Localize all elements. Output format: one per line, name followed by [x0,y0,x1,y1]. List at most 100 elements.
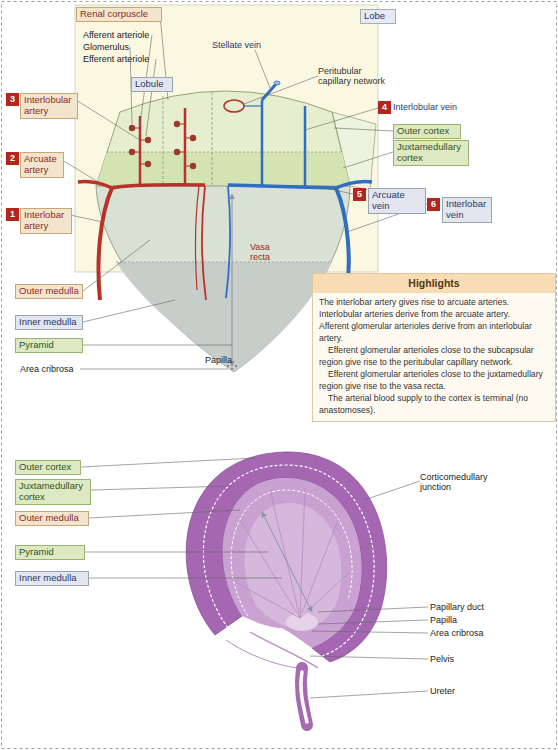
label-text: Inner medulla [19,317,79,328]
leader-line [312,631,428,633]
label-text: Renal corpuscle [80,9,158,20]
label-box: Outer medulla [15,284,83,299]
peritubular-network [224,100,244,112]
part-label: Papillary duct [430,602,520,612]
part-label: Papilla [430,615,520,625]
part-label: Papilla [205,355,245,365]
leader-line [80,369,228,370]
note-text: The arterial blood supply to the cortex … [313,392,555,416]
part-label: Afferent arteriole [83,30,163,40]
pore [227,365,229,367]
lobule-border [212,92,213,186]
pore [231,368,233,370]
juxtamedullary-cortex [96,152,350,186]
pelvis-wall [250,632,318,668]
callout-number: 5 [353,188,366,201]
part-label: Glomerulus [83,42,163,52]
pyramid-axis [232,194,233,366]
glomerulus [190,135,196,141]
kidney-medulla [223,478,362,648]
label-text: Outer cortex [19,462,77,473]
label-text: Juxtamedullary cortex [397,142,465,164]
label-box: Arcuate artery [20,152,64,178]
leader-line [85,552,268,553]
zone-line [231,490,352,616]
vasa-recta [202,186,206,300]
leader-line [305,108,378,130]
label-text: Interlobar artery [24,210,68,232]
pelvis-wall [226,640,300,668]
leader-line [310,656,428,659]
pyramid-axis [262,512,312,612]
label-text: Lobule [135,79,169,90]
vasa-recta [195,186,199,290]
label-box: Juxtamedullary cortex [393,140,469,166]
callout-number: 4 [378,101,391,114]
callout-number: 2 [6,152,19,165]
label-box: Lobe [360,9,396,24]
callout-number: 5 [353,188,366,201]
afferent-arterioles [134,124,191,166]
label-text: Interlobar vein [446,199,488,221]
label-box: Inner medulla [15,315,83,330]
note-text: Afferent glomerular arterioles derive fr… [313,320,555,344]
zone-border [116,262,332,263]
label-text: Arcuate artery [24,154,60,176]
ray [300,488,305,618]
label-text: Pyramid [19,547,81,558]
ray [270,490,300,618]
label-text: Juxtamedullary cortex [19,481,87,503]
leader-line [83,300,175,322]
leader-line [83,345,232,346]
label-text: Outer medulla [19,286,79,297]
leader-line [364,481,420,500]
glomerulus [190,163,196,169]
label-box: Juxtamedullary cortex [15,479,91,505]
leader-line [310,691,428,698]
lobule-border [163,96,164,186]
callout-number: 1 [6,208,19,221]
stellate-vein [262,84,276,100]
label-box: Lobule [131,77,173,92]
label-text: Arcuate vein [372,190,422,212]
arcuate-artery [78,182,112,188]
callout-number: 6 [427,198,440,211]
label-text: Pyramid [19,340,79,351]
leader-line [76,100,140,140]
ray [300,515,340,618]
leader-line [334,128,393,131]
leader-line [89,578,282,579]
leader-line [81,458,255,467]
callout-number: 3 [6,93,19,106]
interlobar-artery [99,188,113,300]
leader-line [146,59,156,136]
note-text: Interlobular arteries derive from the ar… [313,308,555,320]
label-box: Outer cortex [393,124,461,139]
leader-line [62,160,100,183]
inner-medulla [116,262,332,372]
ureter-lumen [301,672,307,722]
leader-line [89,510,240,518]
medullary-rays [232,488,352,618]
venule [244,105,262,106]
part-label: Vasa recta [250,242,280,263]
interlobular-vein [304,106,307,187]
stellate-vein-end [274,81,280,85]
pore [235,365,237,367]
leader-line [320,187,353,194]
note-text: Efferent glomerular arterioles close to … [313,368,555,392]
part-label: Corticomedullary junction [420,472,510,493]
label-box: Outer medulla [15,511,89,526]
label-text: Lobe [364,11,392,22]
zone-border [107,152,342,153]
part-label: Efferent arteriole [83,54,163,64]
part-label: Peritubular capillary network [318,66,394,87]
arcuate-vein [228,185,336,188]
note-heading: Highlights [313,274,555,293]
label-text: Outer medulla [19,513,85,524]
note-text: The interlobar artery gives rise to arcu… [313,296,555,308]
leader-line [318,620,428,624]
leader-line [244,76,318,104]
highlights-box: HighlightsThe interlobar artery gives ri… [312,273,556,422]
